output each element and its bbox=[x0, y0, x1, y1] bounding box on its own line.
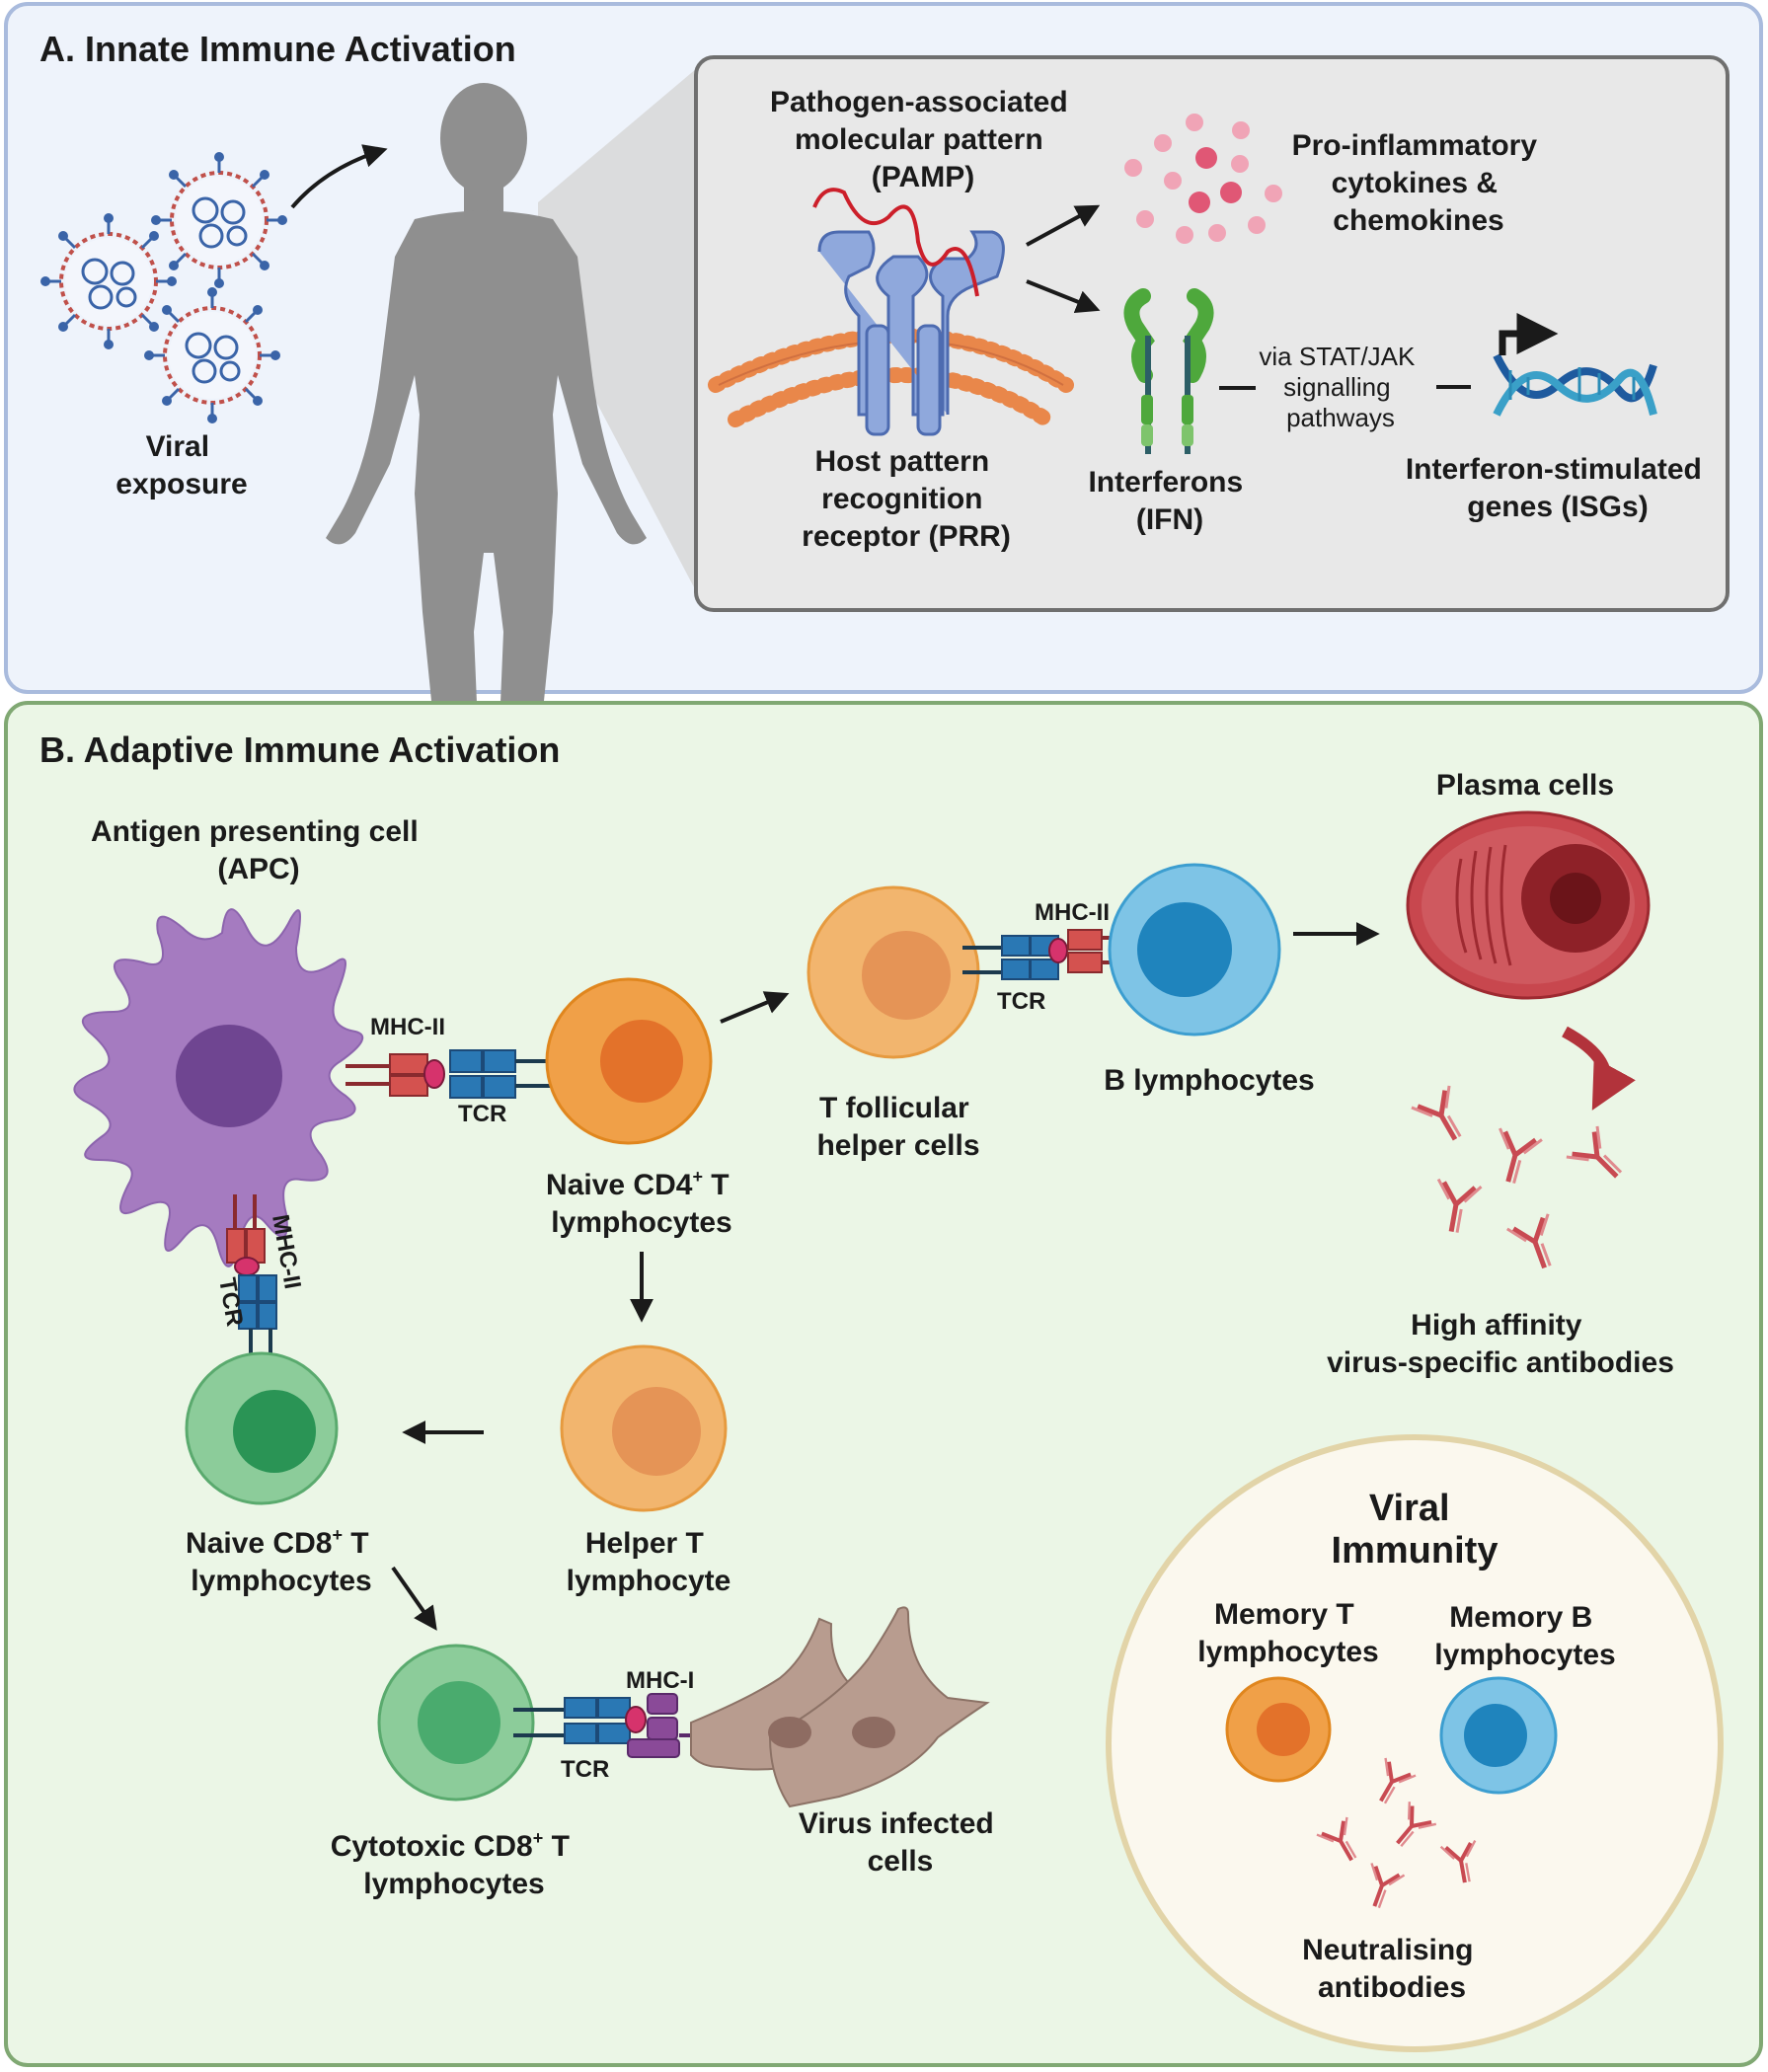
mhc2-label-2: MHC-II bbox=[1035, 899, 1110, 926]
transcription-arrow bbox=[1499, 313, 1559, 355]
naive-cd8-label: Naive CD8+ T lymphocytes bbox=[186, 1525, 377, 1597]
plasma-to-antibodies-arrow bbox=[1562, 1026, 1636, 1111]
tcr-label-1: TCR bbox=[458, 1101, 506, 1127]
isgs-label: Interferon-stimulated genes (ISGs) bbox=[1406, 453, 1710, 523]
memory-t-label: Memory T lymphocytes bbox=[1197, 1598, 1378, 1668]
mhc2-tcr-cd8 bbox=[226, 1194, 277, 1367]
mhc1-label: MHC-I bbox=[626, 1667, 694, 1694]
memory-b-label: Memory B lymphocytes bbox=[1434, 1601, 1615, 1671]
plasma-cell bbox=[1406, 810, 1651, 1000]
helper-t-label: Helper T lymphocyte bbox=[567, 1527, 731, 1597]
cytotoxic-label: Cytotoxic CD8+ T lymphocytes bbox=[331, 1828, 578, 1900]
memory-t-cell bbox=[1225, 1676, 1332, 1783]
pathway-label: via STAT/JAK signalling pathways bbox=[1259, 342, 1422, 432]
b-lymphocytes-label: B lymphocytes bbox=[1104, 1064, 1314, 1097]
apc-label: Antigen presenting cell (APC) bbox=[91, 815, 426, 885]
panel-b-title: B. Adaptive Immune Activation bbox=[39, 729, 560, 770]
virus-infected-cells bbox=[690, 1606, 990, 1808]
naive-cd4-cell bbox=[545, 977, 713, 1145]
memory-b-cell bbox=[1439, 1676, 1558, 1795]
interferons-label: Interferons (IFN) bbox=[1088, 466, 1251, 536]
naive-cd8-cell bbox=[185, 1351, 339, 1505]
viral-exposure-label: Viral exposure bbox=[115, 430, 247, 500]
arrow-to-cytokines bbox=[1026, 204, 1101, 247]
antibodies-label: High affinity virus-specific antibodies bbox=[1327, 1309, 1674, 1379]
panel-a-title: A. Innate Immune Activation bbox=[39, 29, 516, 69]
mhc2-label-1: MHC-II bbox=[370, 1014, 445, 1040]
arrow-cd4-to-tfh bbox=[720, 991, 790, 1024]
cytokine-dots bbox=[1124, 114, 1282, 244]
inset-box bbox=[694, 55, 1730, 612]
exposure-arrow bbox=[290, 144, 388, 209]
plasma-label: Plasma cells bbox=[1436, 769, 1614, 802]
tfh-cell bbox=[807, 885, 980, 1059]
infected-label: Virus infected cells bbox=[799, 1807, 1002, 1878]
prr-label: Host pattern recognition receptor (PRR) bbox=[802, 445, 1011, 553]
human-silhouette bbox=[326, 83, 647, 750]
cytotoxic-cd8-cell bbox=[377, 1644, 535, 1802]
interferon-receptor bbox=[1123, 288, 1214, 454]
dna-helix bbox=[1493, 353, 1657, 417]
cytokines-label: Pro-inflammatory cytokines & chemokines bbox=[1292, 129, 1546, 237]
pamp-strand bbox=[812, 188, 979, 297]
naive-cd4-label: Naive CD4+ T lymphocytes bbox=[546, 1167, 737, 1239]
arrow-to-interferons bbox=[1026, 279, 1101, 314]
mhc2-tcr-b bbox=[962, 929, 1115, 980]
pamp-label: Pathogen-associated molecular pattern (P… bbox=[770, 86, 1076, 193]
helper-t-cell bbox=[560, 1344, 728, 1512]
tcr-label-2: TCR bbox=[997, 988, 1045, 1015]
neutralising-label: Neutralising antibodies bbox=[1302, 1934, 1482, 2004]
prr-receptor bbox=[817, 230, 1005, 436]
tfh-label: T follicular helper cells bbox=[816, 1092, 979, 1162]
mhc2-tcr-cd4 bbox=[346, 1049, 577, 1099]
zoom-cone bbox=[538, 63, 703, 604]
viral-immunity-title: Viral Immunity bbox=[1332, 1488, 1499, 1572]
viral-immunity-circle bbox=[1106, 1434, 1724, 2052]
apc-cell bbox=[73, 908, 364, 1267]
tcr-label-4: TCR bbox=[561, 1756, 609, 1783]
arrow-cd8-to-cytotoxic bbox=[391, 1566, 437, 1631]
b-lymphocyte-cell bbox=[1108, 863, 1281, 1036]
